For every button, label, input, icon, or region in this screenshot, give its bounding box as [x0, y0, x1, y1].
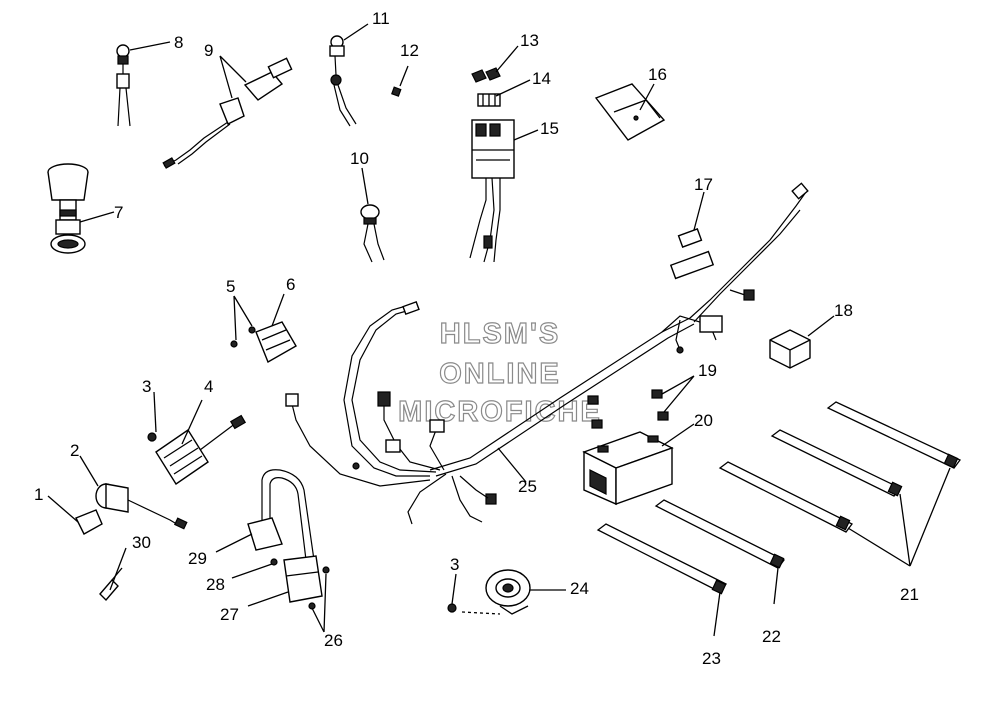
- callout-21: 21: [900, 585, 919, 604]
- part-28-washer: [270, 558, 278, 566]
- callout-1: 1: [34, 485, 43, 504]
- callout-13: 13: [520, 31, 539, 50]
- callout-2: 2: [70, 441, 79, 460]
- callout-19: 19: [698, 361, 717, 380]
- part-8-switch: [116, 44, 131, 127]
- watermark-line-2: ONLINE: [439, 358, 561, 390]
- callout-4: 4: [204, 377, 213, 396]
- leader-lines: [47, 23, 951, 637]
- callout-14: 14: [532, 69, 551, 88]
- part-15-module: [469, 119, 515, 263]
- callout-27: 27: [220, 605, 239, 624]
- callout-10: 10: [350, 149, 369, 168]
- part-18-relay: [769, 329, 811, 369]
- callout-29: 29: [188, 549, 207, 568]
- callout-15: 15: [540, 119, 559, 138]
- part-12-pin: [391, 86, 402, 97]
- part-23-strap: [596, 523, 727, 595]
- part-27-coil: [283, 555, 323, 603]
- callout-5: 5: [226, 277, 235, 296]
- callout-24: 24: [570, 579, 589, 598]
- part-14-holder: [477, 93, 501, 107]
- callout-23: 23: [702, 649, 721, 668]
- part-21-straps: [718, 401, 961, 533]
- callout-3-regulator: 3: [142, 377, 151, 396]
- part-10-sensor: [360, 204, 385, 263]
- callout-17: 17: [694, 175, 713, 194]
- callout-28: 28: [206, 575, 225, 594]
- callout-22: 22: [762, 627, 781, 646]
- watermark-line-1: HLSM'S: [440, 318, 560, 350]
- callout-7: 7: [114, 203, 123, 222]
- part-6-module: [255, 321, 297, 364]
- part-30-key: [99, 567, 123, 602]
- callout-9: 9: [204, 41, 213, 60]
- part-20-battery: [582, 431, 674, 506]
- callout-26: 26: [324, 631, 343, 650]
- part-7-switch: [47, 163, 89, 254]
- callout-labels: 1 2 3 4 5 6 7 8 9 10 11 12 13 14 15 16 1…: [34, 9, 919, 668]
- watermark: HLSM'S ONLINE MICROFICHE: [398, 317, 601, 428]
- part-11-switch: [329, 35, 357, 127]
- callout-11: 11: [372, 9, 390, 28]
- callout-12: 12: [400, 41, 419, 60]
- part-25-wiring-harness: [285, 182, 809, 525]
- part-22-strap: [654, 499, 785, 569]
- callout-6: 6: [286, 275, 295, 294]
- callout-20: 20: [694, 411, 713, 430]
- part-26-screws: [308, 566, 330, 610]
- callout-18: 18: [834, 301, 853, 320]
- part-13-fuses: [471, 67, 501, 83]
- part-16-pouch: [594, 83, 666, 141]
- callout-3-horn: 3: [450, 555, 459, 574]
- callout-8: 8: [174, 33, 183, 52]
- part-2-ignition-switch: [95, 483, 188, 530]
- callout-25: 25: [518, 477, 537, 496]
- callout-30: 30: [132, 533, 151, 552]
- part-1-cover: [75, 509, 103, 535]
- part-17-connector: [677, 228, 703, 248]
- part-3-bolt: [147, 432, 157, 442]
- part-5-screws: [230, 326, 256, 348]
- part-4-regulator: [155, 414, 247, 485]
- part-24-horn: [447, 569, 531, 615]
- part-29-plug-cap: [247, 469, 315, 561]
- part-19-terminals: [587, 389, 669, 429]
- part-9-control: [162, 57, 293, 169]
- callout-16: 16: [648, 65, 667, 84]
